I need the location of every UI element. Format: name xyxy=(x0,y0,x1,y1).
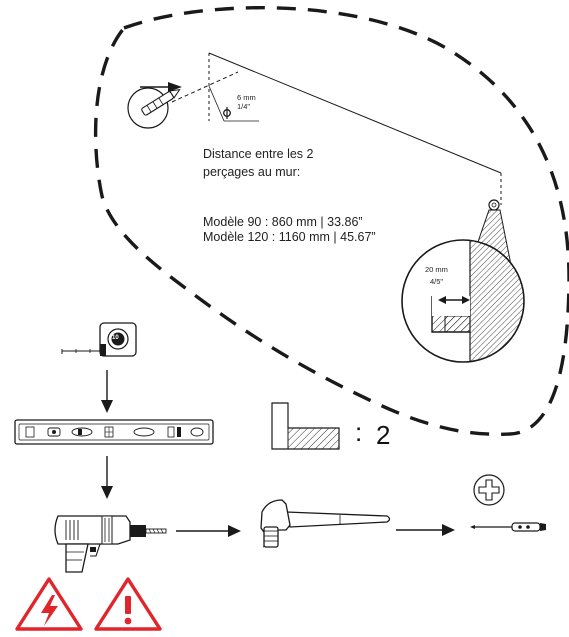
phillips-head-icon xyxy=(473,474,505,506)
step-arrow-3 xyxy=(176,525,241,537)
distance-heading-line1: Distance entre les 2 xyxy=(203,147,314,161)
mounting-line-diagram xyxy=(171,52,502,205)
step-arrow-2 xyxy=(101,456,113,499)
bracket-multiplier: : xyxy=(355,417,363,447)
insert-arrow xyxy=(140,82,182,92)
power-drill-icon xyxy=(54,515,167,573)
distance-heading-line2: perçages au mur: xyxy=(203,165,301,179)
electrical-hazard-icon xyxy=(15,577,83,631)
diameter-symbol-icon xyxy=(223,107,231,119)
drill-diameter-mm: 6 mm xyxy=(237,93,256,102)
model-120-distance: Modèle 120 : 1160 mm | 45.67” xyxy=(203,230,376,244)
step-arrow-4 xyxy=(396,524,455,536)
spacing-dimension-arrow xyxy=(438,296,470,304)
hammer-icon xyxy=(260,499,391,548)
wall-plug-icon xyxy=(141,88,181,116)
step-arrow-1 xyxy=(101,370,113,413)
wall-screw-icon xyxy=(488,199,500,211)
spacing-in: 4/5" xyxy=(430,277,444,286)
dashed-detail-outline xyxy=(93,6,569,436)
spirit-level-icon xyxy=(14,419,214,445)
general-caution-icon xyxy=(94,577,162,631)
drill-diameter-in: 1/4" xyxy=(237,102,251,111)
tape-measure-reading: 10 xyxy=(112,335,119,341)
spacing-mm: 20 mm xyxy=(425,265,448,274)
bracket-spacing-magnifier xyxy=(401,239,525,363)
bracket-count: 2 xyxy=(376,420,391,450)
model-90-distance: Modèle 90 : 860 mm | 33.86” xyxy=(203,215,363,229)
wall-anchor-magnifier xyxy=(127,87,181,129)
phillips-screwdriver-icon xyxy=(470,522,546,532)
mounting-bracket-icon xyxy=(271,402,340,450)
tape-measure-icon xyxy=(61,322,137,357)
